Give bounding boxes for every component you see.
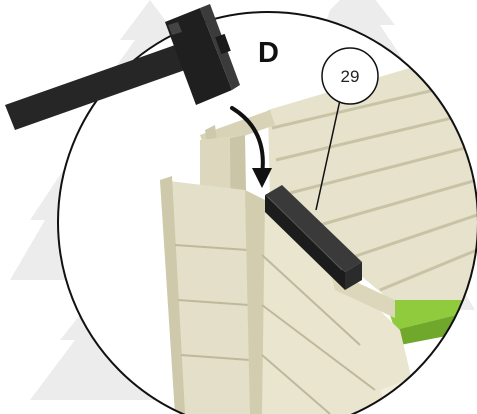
part-callout-number: 29 [341, 67, 360, 86]
front-panel-left [160, 176, 250, 414]
step-letter: D [258, 37, 279, 69]
